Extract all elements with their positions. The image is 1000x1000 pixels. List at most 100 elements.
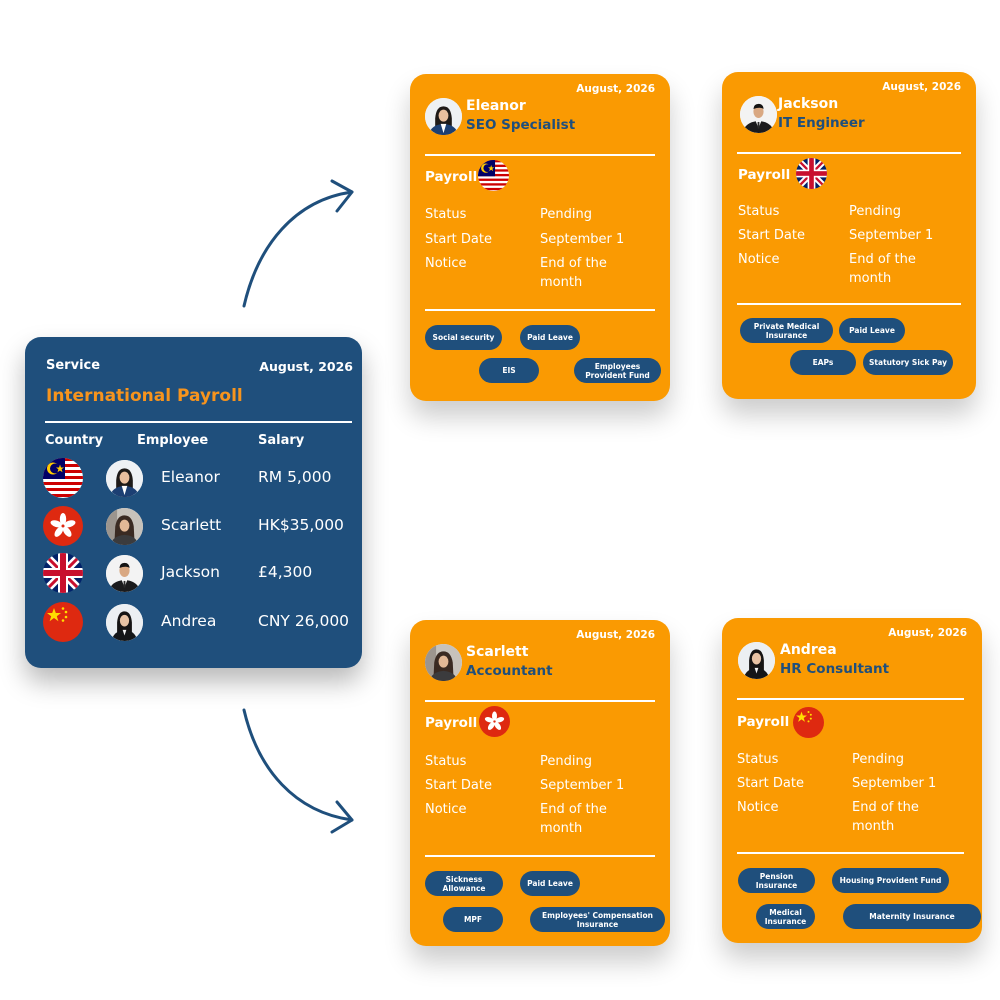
benefit-pill[interactable]: EIS bbox=[479, 358, 539, 383]
arrow-up-icon bbox=[242, 190, 354, 308]
benefit-pill[interactable]: Pension Insurance bbox=[738, 868, 815, 893]
table-row[interactable]: Jackson £4,300 bbox=[25, 553, 362, 593]
benefit-pill[interactable]: EAPs bbox=[790, 350, 856, 375]
divider bbox=[45, 421, 352, 423]
benefit-pill[interactable]: Employees Provident Fund bbox=[574, 358, 661, 383]
avatar bbox=[738, 642, 775, 679]
salary-value: £4,300 bbox=[258, 563, 313, 581]
avatar bbox=[106, 555, 143, 592]
divider bbox=[425, 855, 655, 857]
employee-card-andrea[interactable]: August, 2026 Andrea HR Consultant Payrol… bbox=[722, 618, 982, 943]
arrow-down-icon bbox=[242, 708, 354, 822]
benefit-pill[interactable]: Social security bbox=[425, 325, 502, 350]
salary-value: HK$35,000 bbox=[258, 516, 344, 534]
benefit-pill[interactable]: Paid Leave bbox=[520, 871, 580, 896]
status-label: Status bbox=[425, 207, 467, 222]
start-date-value: September 1 bbox=[540, 232, 625, 247]
status-value: Pending bbox=[540, 207, 592, 222]
employee-name: Jackson bbox=[161, 563, 220, 581]
payroll-label: Payroll bbox=[738, 167, 791, 183]
column-header-employee: Employee bbox=[137, 433, 209, 448]
divider bbox=[737, 152, 961, 154]
avatar bbox=[106, 460, 143, 497]
notice-value: End of the month bbox=[849, 252, 916, 286]
payroll-label: Payroll bbox=[737, 714, 790, 730]
service-label: Service bbox=[46, 358, 101, 373]
status-label: Status bbox=[425, 754, 467, 769]
card-date: August, 2026 bbox=[882, 81, 961, 93]
china-flag-icon bbox=[43, 602, 83, 642]
status-label: Status bbox=[737, 752, 779, 767]
employee-card-jackson[interactable]: August, 2026 Jackson IT Engineer Payroll… bbox=[722, 72, 976, 399]
notice-label: Notice bbox=[425, 256, 467, 271]
divider bbox=[425, 154, 655, 156]
notice-value: End of the month bbox=[852, 800, 919, 834]
column-header-country: Country bbox=[45, 433, 104, 448]
employee-name: Eleanor bbox=[161, 468, 220, 486]
employee-card-eleanor[interactable]: August, 2026 Eleanor SEO Specialist Payr… bbox=[410, 74, 670, 401]
hong-kong-flag-icon bbox=[479, 706, 510, 737]
notice-label: Notice bbox=[738, 252, 780, 267]
status-value: Pending bbox=[852, 752, 904, 767]
avatar bbox=[106, 508, 143, 545]
avatar bbox=[425, 98, 462, 135]
avatar bbox=[740, 96, 777, 133]
employee-role: SEO Specialist bbox=[466, 117, 576, 133]
start-date-label: Start Date bbox=[425, 778, 492, 793]
employee-card-scarlett[interactable]: August, 2026 Scarlett Accountant Payroll… bbox=[410, 620, 670, 946]
card-date: August, 2026 bbox=[576, 83, 655, 95]
benefit-pill[interactable]: Housing Provident Fund bbox=[832, 868, 949, 893]
benefit-pill[interactable]: Employees' Compensation Insurance bbox=[530, 907, 665, 932]
benefit-pill[interactable]: Paid Leave bbox=[839, 318, 905, 343]
malaysia-flag-icon bbox=[43, 458, 83, 498]
notice-label: Notice bbox=[425, 802, 467, 817]
benefit-pill[interactable]: Medical Insurance bbox=[756, 904, 815, 929]
start-date-value: September 1 bbox=[852, 776, 937, 791]
payroll-label: Payroll bbox=[425, 715, 478, 731]
table-row[interactable]: Andrea CNY 26,000 bbox=[25, 602, 362, 642]
avatar bbox=[425, 644, 462, 681]
salary-value: CNY 26,000 bbox=[258, 612, 350, 630]
start-date-label: Start Date bbox=[425, 232, 492, 247]
malaysia-flag-icon bbox=[478, 160, 509, 191]
benefit-pill[interactable]: Statutory Sick Pay bbox=[863, 350, 953, 375]
card-date: August, 2026 bbox=[888, 627, 967, 639]
card-date: August, 2026 bbox=[576, 629, 655, 641]
start-date-value: September 1 bbox=[540, 778, 625, 793]
hong-kong-flag-icon bbox=[43, 506, 83, 546]
card-title: International Payroll bbox=[46, 386, 243, 406]
notice-value: End of the month bbox=[540, 802, 607, 836]
divider bbox=[737, 852, 964, 854]
notice-value: End of the month bbox=[540, 256, 607, 290]
china-flag-icon bbox=[793, 707, 824, 738]
start-date-value: September 1 bbox=[849, 228, 934, 243]
card-date: August, 2026 bbox=[259, 359, 353, 374]
employee-name: Scarlett bbox=[466, 644, 529, 660]
divider bbox=[737, 303, 961, 305]
status-label: Status bbox=[738, 204, 780, 219]
status-value: Pending bbox=[849, 204, 901, 219]
avatar bbox=[106, 604, 143, 641]
salary-value: RM 5,000 bbox=[258, 468, 332, 486]
status-value: Pending bbox=[540, 754, 592, 769]
start-date-label: Start Date bbox=[738, 228, 805, 243]
start-date-label: Start Date bbox=[737, 776, 804, 791]
uk-flag-icon bbox=[796, 158, 827, 189]
employee-name: Scarlett bbox=[161, 516, 222, 534]
benefit-pill[interactable]: Paid Leave bbox=[520, 325, 580, 350]
benefit-pill[interactable]: Sickness Allowance bbox=[425, 871, 503, 896]
employee-role: IT Engineer bbox=[778, 115, 865, 131]
table-row[interactable]: Eleanor RM 5,000 bbox=[25, 458, 362, 498]
benefit-pill[interactable]: Maternity Insurance bbox=[843, 904, 981, 929]
employee-name: Jackson bbox=[778, 96, 839, 112]
employee-name: Andrea bbox=[161, 612, 217, 630]
notice-label: Notice bbox=[737, 800, 779, 815]
table-row[interactable]: Scarlett HK$35,000 bbox=[25, 506, 362, 546]
divider bbox=[425, 309, 655, 311]
divider bbox=[425, 700, 655, 702]
international-payroll-card: Service August, 2026 International Payro… bbox=[25, 337, 362, 668]
employee-role: Accountant bbox=[466, 663, 553, 679]
benefit-pill[interactable]: Private Medical Insurance bbox=[740, 318, 833, 343]
benefit-pill[interactable]: MPF bbox=[443, 907, 503, 932]
divider bbox=[737, 698, 964, 700]
